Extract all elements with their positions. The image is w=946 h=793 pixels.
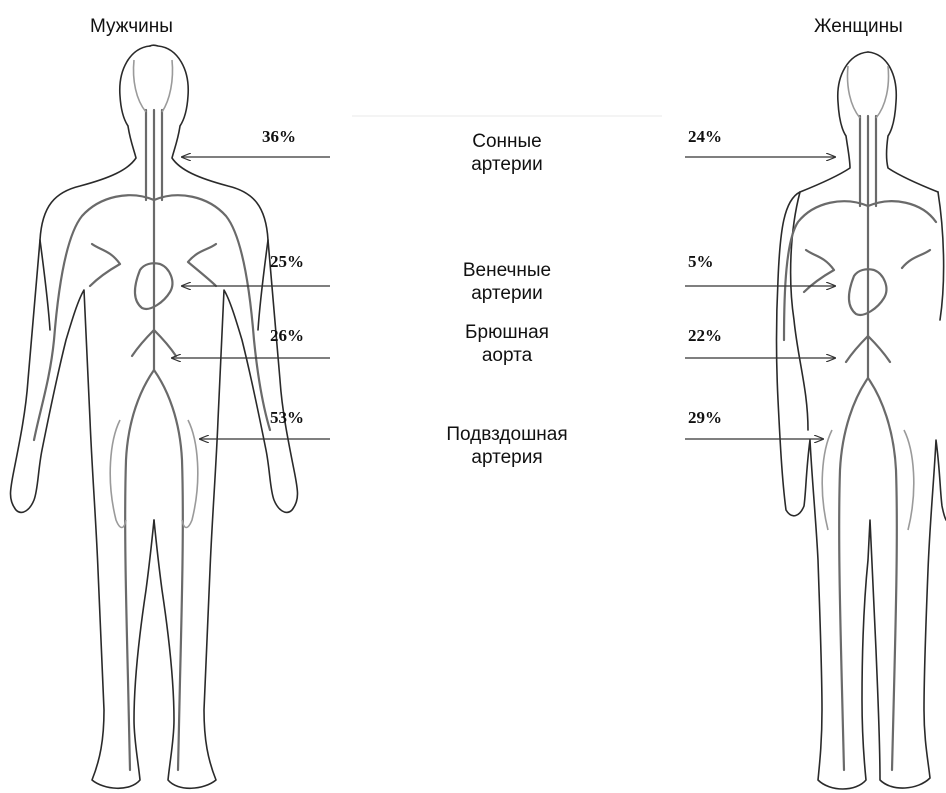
label-coronary-line1: Венечные [402, 259, 612, 282]
men-heading: Мужчины [90, 16, 173, 38]
women-heading: Женщины [814, 16, 903, 38]
men-carotid-percent: 36% [262, 127, 296, 147]
men-iliac-percent: 53% [270, 408, 304, 428]
women-carotid-percent: 24% [688, 127, 722, 147]
men-abdominal-percent: 26% [270, 326, 304, 346]
label-carotid-line1: Сонные [402, 130, 612, 153]
women-coronary-percent: 5% [688, 252, 714, 272]
label-iliac: Подвздошная артерия [402, 423, 612, 469]
label-carotid-line2: артерии [402, 153, 612, 176]
label-iliac-line2: артерия [402, 446, 612, 469]
women-abdominal-percent: 22% [688, 326, 722, 346]
label-abdominal-line2: аорта [402, 344, 612, 367]
label-coronary-line2: артерии [402, 282, 612, 305]
label-carotid: Сонные артерии [402, 130, 612, 176]
label-coronary: Венечные артерии [402, 259, 612, 305]
label-iliac-line1: Подвздошная [402, 423, 612, 446]
label-abdominal-line1: Брюшная [402, 321, 612, 344]
men-coronary-percent: 25% [270, 252, 304, 272]
label-abdominal-aorta: Брюшная аорта [402, 321, 612, 367]
women-iliac-percent: 29% [688, 408, 722, 428]
